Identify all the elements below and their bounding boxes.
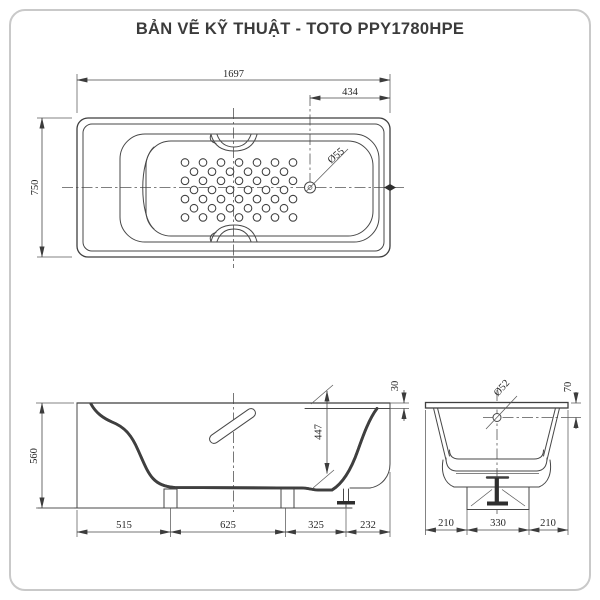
grip-handle-top <box>209 134 258 152</box>
wall-right-inner <box>543 407 556 457</box>
wall-left-outer <box>433 407 447 461</box>
wall-right-outer <box>546 407 560 461</box>
foot-left <box>163 488 178 509</box>
svg-text:625: 625 <box>220 520 236 531</box>
svg-text:70: 70 <box>563 382 574 393</box>
svg-text:434: 434 <box>342 87 359 98</box>
grab-bar <box>209 408 256 444</box>
shell-mid <box>445 457 548 472</box>
basin-floor <box>145 140 374 237</box>
drain-leader-line <box>305 148 349 192</box>
drain-assembly <box>485 476 510 506</box>
drawing-title: BẢN VẼ KỸ THUẬT - TOTO PPY1780HPE <box>135 20 465 38</box>
base-brace-left <box>470 489 493 507</box>
svg-text:515: 515 <box>116 520 132 531</box>
dim-height: 560 <box>29 402 74 509</box>
end-view: Ø52 70 210 330 210 <box>424 378 581 535</box>
svg-text:325: 325 <box>308 520 324 531</box>
dim-inner-depth: 447 <box>310 384 335 489</box>
svg-text:560: 560 <box>29 448 40 464</box>
svg-text:210: 210 <box>438 518 454 529</box>
dim-chain-end: 210 330 210 <box>424 410 569 535</box>
grip-handle-bottom <box>209 224 258 242</box>
foot-right <box>280 488 295 509</box>
dim-width: 750 <box>30 117 72 258</box>
drain-diameter-label: Ø55 <box>326 146 347 166</box>
base-brace-right <box>501 489 526 507</box>
dim-length: 1697 <box>76 69 391 113</box>
side-right-apron <box>349 402 391 489</box>
svg-text:330: 330 <box>490 518 506 529</box>
backrest-contour <box>142 146 155 230</box>
svg-text:1697: 1697 <box>223 69 244 80</box>
dim-rim-thickness: 30 <box>390 381 409 421</box>
dim-chain-side: 515 625 325 232 <box>76 472 391 537</box>
svg-text:210: 210 <box>540 518 556 529</box>
end-rim <box>424 401 569 409</box>
drain-hole-center <box>307 185 313 190</box>
anti-slip-dots <box>180 158 298 222</box>
svg-text:232: 232 <box>360 520 376 531</box>
overflow-leader-line <box>485 395 518 430</box>
basin-bottom <box>449 449 544 460</box>
waste-pipe <box>337 488 355 508</box>
dim-drain-offset: 434 <box>309 87 391 101</box>
wall-left-inner <box>437 407 450 457</box>
svg-text:750: 750 <box>30 180 41 196</box>
overflow-diameter-label: Ø52 <box>492 378 512 399</box>
basin-opening <box>119 133 380 243</box>
side-interior-profile <box>89 402 379 492</box>
side-view: 560 447 30 515 625 <box>29 381 409 537</box>
overflow-marker-diamond <box>384 184 396 191</box>
dim-overflow-offset: 70 <box>563 382 581 429</box>
svg-text:447: 447 <box>314 424 325 440</box>
plan-view: Ø55 1697 434 750 <box>30 69 404 268</box>
svg-text:30: 30 <box>390 381 401 392</box>
